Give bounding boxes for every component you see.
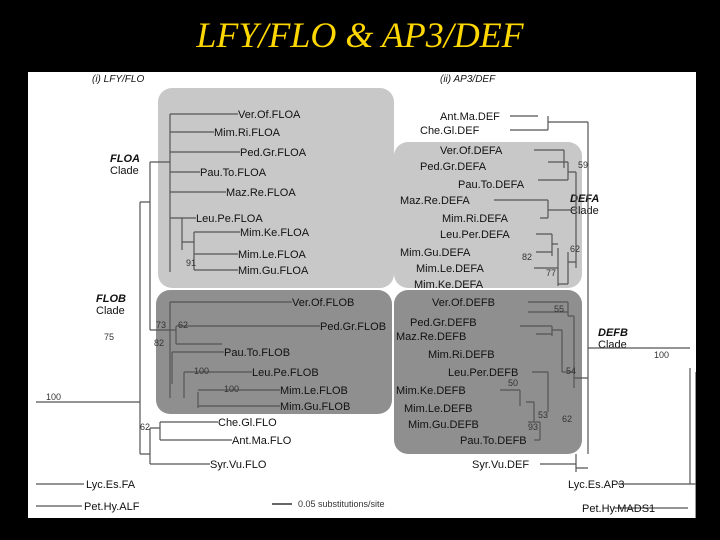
defb-taxa: Ver.Of.DEFB Ped.Gr.DEFB Maz.Re.DEFB Mim.…	[396, 297, 527, 447]
bootstrap-value: 62	[140, 422, 150, 432]
bootstrap-values-right: 59 82 77 62 55 54 50 53 93 62 100	[508, 160, 669, 432]
taxon-label: Pau.To.DEFB	[460, 435, 527, 447]
defa-clade-box	[394, 142, 582, 288]
taxon-label: Pet.Hy.MADS1	[582, 503, 655, 515]
taxon-label: Ped.Gr.FLOA	[240, 147, 307, 159]
bootstrap-value: 62	[562, 414, 572, 424]
taxon-label: Mim.Le.FLOA	[238, 249, 307, 261]
taxon-label: Mim.Gu.FLOA	[238, 265, 309, 277]
flob-clade-box	[156, 290, 392, 414]
bootstrap-value: 62	[570, 244, 580, 254]
taxon-label: Leu.Pe.FLOA	[196, 213, 263, 225]
taxon-label: Ped.Gr.DEFB	[410, 317, 477, 329]
taxon-label: Syr.Vu.DEF	[472, 459, 529, 471]
defb-clade-box	[394, 290, 582, 454]
floa-taxa: Ver.Of.FLOA Mim.Ri.FLOA Ped.Gr.FLOA Pau.…	[196, 109, 310, 277]
bootstrap-values-left: 91 73 62 82 100 100 75 62 100	[46, 258, 239, 432]
taxon-label: Lyc.Es.AP3	[568, 479, 624, 491]
taxon-label: Ant.Ma.FLO	[232, 435, 292, 447]
taxon-label: Mim.Ke.FLOA	[240, 227, 310, 239]
taxon-label: Pau.To.FLOA	[200, 167, 267, 179]
bootstrap-value: 62	[178, 320, 188, 330]
taxon-label: Mim.Le.DEFA	[416, 263, 485, 275]
bootstrap-value: 55	[554, 304, 564, 314]
ap3-def-tree-branches	[494, 115, 696, 518]
bootstrap-value: 59	[578, 160, 588, 170]
taxon-label: Maz.Re.DEFB	[396, 331, 466, 343]
bootstrap-value: 53	[538, 410, 548, 420]
defa-taxa: Ver.Of.DEFA Ped.Gr.DEFA Pau.To.DEFA Maz.…	[400, 145, 525, 291]
bootstrap-value: 77	[546, 268, 556, 278]
floa-clade-box	[158, 88, 394, 288]
taxon-label: Ver.Of.DEFA	[440, 145, 503, 157]
taxon-label: Mim.Gu.DEFA	[400, 247, 471, 259]
taxon-label: Mim.Le.FLOB	[280, 385, 348, 397]
bootstrap-value: 100	[224, 384, 239, 394]
taxon-label: Mim.Ke.DEFB	[396, 385, 466, 397]
flo-other-taxa: Che.Gl.FLO Ant.Ma.FLO Syr.Vu.FLO Lyc.Es.…	[84, 417, 292, 513]
bootstrap-value: 100	[46, 392, 61, 402]
taxon-label: Mim.Gu.DEFB	[408, 419, 479, 431]
taxon-label: Ped.Gr.DEFA	[420, 161, 487, 173]
taxon-label: Mim.Ri.FLOA	[214, 127, 281, 139]
taxon-label: Che.Gl.DEF	[420, 125, 480, 137]
panel-header-lfy-flo: (i) LFY/FLO	[92, 74, 144, 85]
bootstrap-value: 100	[194, 366, 209, 376]
taxon-label: Mim.Ke.DEFA	[414, 279, 484, 291]
bootstrap-value: 54	[566, 366, 576, 376]
lfy-flo-tree-branches	[36, 113, 320, 507]
taxon-label: Leu.Per.DEFA	[440, 229, 510, 241]
taxon-label: Mim.Ri.DEFB	[428, 349, 495, 361]
taxon-label: Ver.Of.FLOA	[238, 109, 301, 121]
def-top-taxa: Ant.Ma.DEF Che.Gl.DEF	[420, 111, 500, 137]
scale-bar-label: 0.05 substitutions/site	[298, 499, 385, 509]
bootstrap-value: 75	[104, 332, 114, 342]
bootstrap-value: 93	[528, 422, 538, 432]
bootstrap-value: 50	[508, 378, 518, 388]
panel-header-ap3-def: (ii) AP3/DEF	[440, 74, 496, 85]
taxon-label: Che.Gl.FLO	[218, 417, 277, 429]
taxon-label: Mim.Le.DEFB	[404, 403, 472, 415]
taxon-label: Pet.Hy.ALF	[84, 501, 140, 513]
taxon-label: Ver.Of.FLOB	[292, 297, 354, 309]
taxon-label: Mim.Gu.FLOB	[280, 401, 350, 413]
bootstrap-value: 82	[154, 338, 164, 348]
bootstrap-value: 91	[186, 258, 196, 268]
taxon-label: Maz.Re.FLOA	[226, 187, 296, 199]
taxon-label: Pau.To.FLOB	[224, 347, 290, 359]
taxon-label: Leu.Pe.FLOB	[252, 367, 319, 379]
bootstrap-value: 100	[654, 350, 669, 360]
slide-title: LFY/FLO & AP3/DEF	[196, 15, 524, 55]
taxon-label: Lyc.Es.FA	[86, 479, 136, 491]
taxon-label: Mim.Ri.DEFA	[442, 213, 509, 225]
def-other-taxa: Syr.Vu.DEF Lyc.Es.AP3 Pet.Hy.MADS1	[472, 459, 655, 515]
taxon-label: Ped.Gr.FLOB	[320, 321, 386, 333]
taxon-label: Leu.Per.DEFB	[448, 367, 518, 379]
bootstrap-value: 82	[522, 252, 532, 262]
flob-taxa: Ver.Of.FLOB Ped.Gr.FLOB Pau.To.FLOB Leu.…	[224, 297, 386, 413]
taxon-label: Ant.Ma.DEF	[440, 111, 500, 123]
bootstrap-value: 73	[156, 320, 166, 330]
taxon-label: Ver.Of.DEFB	[432, 297, 495, 309]
taxon-label: Syr.Vu.FLO	[210, 459, 267, 471]
taxon-label: Pau.To.DEFA	[458, 179, 525, 191]
taxon-label: Maz.Re.DEFA	[400, 195, 470, 207]
